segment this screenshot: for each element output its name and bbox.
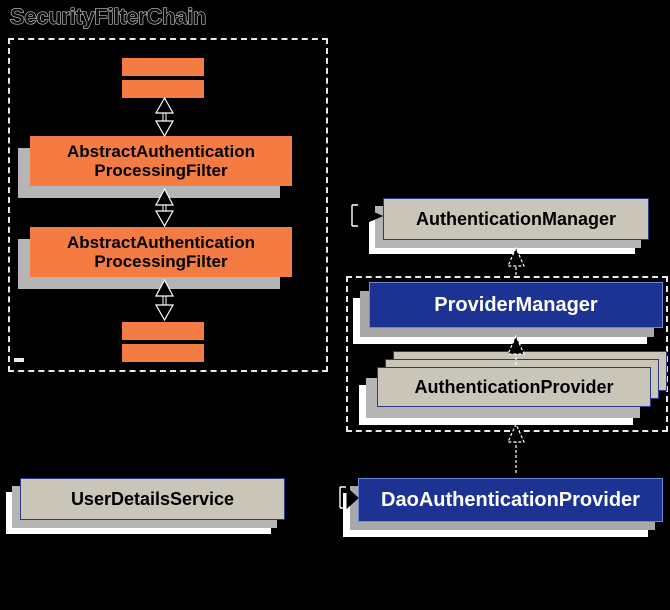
node-abstract-auth-processing-filter-1-label: AbstractAuthentication ProcessingFilter <box>30 136 292 186</box>
node-user-details-service[interactable]: UserDetailsService <box>6 478 285 534</box>
node-filter-top-b[interactable] <box>122 80 204 98</box>
node-authentication-provider[interactable]: AuthenticationProvider <box>359 351 667 425</box>
node-filter-top-b-label <box>122 80 204 98</box>
node-filter-bottom-b[interactable] <box>122 344 204 362</box>
node-filter-bottom-a[interactable] <box>122 322 204 340</box>
node-abstract-auth-processing-filter-2-label: AbstractAuthentication ProcessingFilter <box>30 227 292 277</box>
package-box-provider-group <box>346 276 668 432</box>
node-abstract-auth-processing-filter-1[interactable]: AbstractAuthentication ProcessingFilter <box>18 136 292 198</box>
node-provider-manager[interactable]: ProviderManager <box>353 282 663 344</box>
package-title-security-filter-chain: SecurityFilterChain <box>9 4 207 30</box>
node-authentication-provider-label: AuthenticationProvider <box>377 367 651 407</box>
node-dao-authentication-provider-label: DaoAuthenticationProvider <box>358 478 663 522</box>
package-box-security-filter-chain <box>8 38 328 372</box>
node-abstract-auth-processing-filter-2[interactable]: AbstractAuthentication ProcessingFilter <box>18 227 292 289</box>
node-user-details-service-label: UserDetailsService <box>20 478 285 520</box>
node-provider-manager-label: ProviderManager <box>369 282 663 328</box>
node-filter-bottom-b-label <box>122 344 204 362</box>
node-filter-top-a-label <box>122 58 204 76</box>
package-tick-marker <box>14 358 24 362</box>
node-authentication-manager[interactable]: AuthenticationManager <box>369 198 649 254</box>
node-filter-bottom-a-label <box>122 322 204 340</box>
node-dao-authentication-provider[interactable]: DaoAuthenticationProvider <box>343 478 663 537</box>
node-filter-top-a[interactable] <box>122 58 204 76</box>
node-authentication-manager-label: AuthenticationManager <box>383 198 649 240</box>
